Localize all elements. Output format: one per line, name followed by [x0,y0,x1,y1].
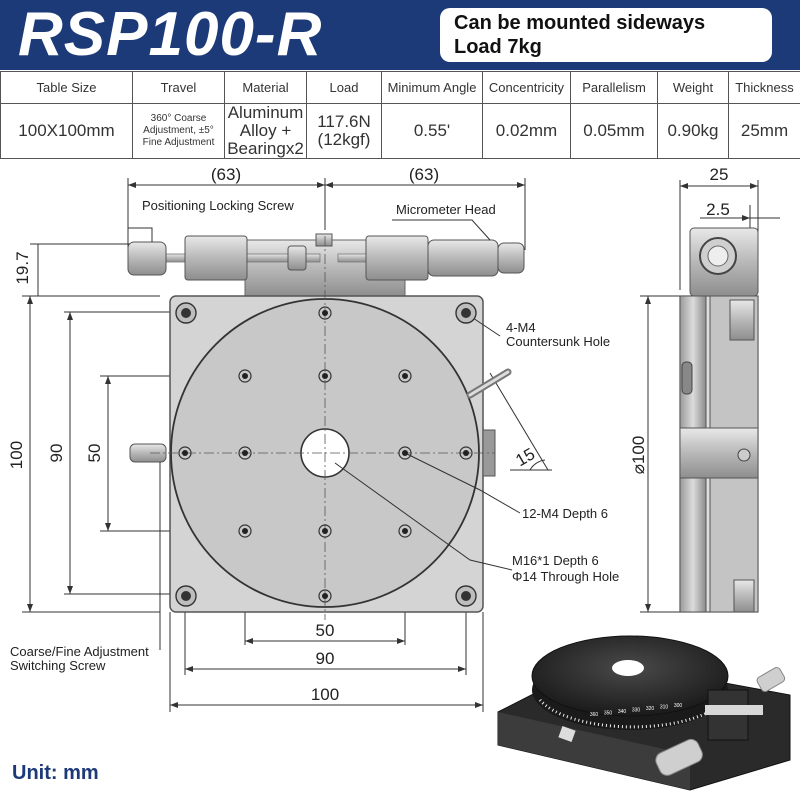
callout-center-2: Φ14 Through Hole [512,569,619,584]
m4-hole-core [322,528,328,534]
dial-number: 310 [660,705,669,711]
m4-hole-core [242,450,248,456]
spec-header: Parallelism [570,71,658,104]
spec-header: Load [306,71,382,104]
dial-number: 300 [674,703,683,709]
spec-header: Table Size [0,71,133,104]
callout-countersunk-1: 4-M4 [506,320,536,335]
m4-hole [398,524,412,538]
m4-hole [318,369,332,383]
title-banner: RSP100-R Can be mounted sideways Load 7k… [0,0,800,70]
spec-value: 0.02mm [482,103,571,159]
spec-value: 360° Coarse Adjustment, ±5° Fine Adjustm… [132,103,225,159]
m4-hole-core [402,373,408,379]
m4-hole [318,589,332,603]
m4-hole-core [322,373,328,379]
product-photo [497,635,791,791]
m4-hole-core [242,528,248,534]
spec-header: Travel [132,71,225,104]
m4-hole [238,524,252,538]
dim-side-diameter: ⌀100 [629,436,648,475]
dim-top-right: (63) [409,165,439,184]
dim-bottom-90: 90 [316,649,335,668]
dial-scale: 360 350 340 330 320 310 300 [590,703,683,718]
spec-value: 0.05mm [570,103,658,159]
dim-bottom-100: 100 [311,685,339,704]
dim-top-left: (63) [211,165,241,184]
m4-hole-core [463,450,469,456]
dim-bottom-50: 50 [316,621,335,640]
arrowheads [27,182,758,708]
dim-side-25: 25 [710,165,729,184]
dial-number: 330 [632,708,641,714]
m4-hole-core [402,528,408,534]
micrometer-assembly [127,233,525,297]
callout-micrometer: Micrometer Head [396,202,496,217]
unit-label: Unit: mm [12,762,99,784]
leader-lines [127,205,521,650]
dial-number: 350 [604,711,613,717]
m4-hole [238,369,252,383]
dimension-labels: (63) (63) 19.7 100 90 50 50 90 100 15 25… [7,165,730,704]
dim-side-2-5: 2.5 [706,200,730,219]
stage-side-view [679,227,759,613]
dim-left-90: 90 [47,444,66,463]
spec-value: Aluminum Alloy + Bearingx2 [224,103,307,159]
callout-switch-2: Switching Screw [10,658,106,673]
dial-number: 320 [646,706,655,712]
spec-table: Table Size Travel Material Load Minimum … [0,71,800,159]
note-box: Can be mounted sideways Load 7kg [440,8,772,62]
dial-number: 340 [618,709,627,715]
callout-locking-screw: Positioning Locking Screw [142,198,294,213]
m4-hole-core [322,310,328,316]
model-title: RSP100-R [18,0,323,69]
countersunk-hole-bore [461,308,471,318]
note-mounting: Can be mounted sideways [454,12,706,34]
countersunk-hole-bore [461,591,471,601]
m4-hole [318,306,332,320]
m4-hole-core [322,593,328,599]
dial-number: 360 [590,712,599,718]
spec-value: 0.55' [381,103,483,159]
spec-value: 100X100mm [0,103,133,159]
m4-hole [318,524,332,538]
spec-header: Weight [657,71,729,104]
callout-switch-1: Coarse/Fine Adjustment [10,644,149,659]
mounting-holes [175,302,477,607]
spec-header: Concentricity [482,71,571,104]
dim-left-100: 100 [7,441,26,469]
m4-hole [238,446,252,460]
m4-hole [398,446,412,460]
dim-19-7: 19.7 [13,251,32,284]
m4-hole [459,446,473,460]
m4-hole-core [402,450,408,456]
m4-hole [398,369,412,383]
m4-hole-core [182,450,188,456]
note-load: Load 7kg [454,36,542,58]
spec-header-row: Table Size Travel Material Load Minimum … [0,71,800,104]
spec-value: 0.90kg [657,103,729,159]
spec-header: Material [224,71,307,104]
dim-left-50: 50 [85,444,104,463]
spec-header: Minimum Angle [381,71,483,104]
callout-countersunk-2: Countersunk Hole [506,334,610,349]
countersunk-hole-bore [181,591,191,601]
m4-hole-core [242,373,248,379]
center-lines [150,236,495,620]
dim-angle-15: 15 [512,444,538,470]
callout-labels: Positioning Locking Screw Micrometer Hea… [10,198,619,673]
callout-center-1: M16*1 Depth 6 [512,553,599,568]
m4-hole [178,446,192,460]
callout-holes-m4: 12-M4 Depth 6 [522,506,608,521]
countersunk-hole-bore [181,308,191,318]
